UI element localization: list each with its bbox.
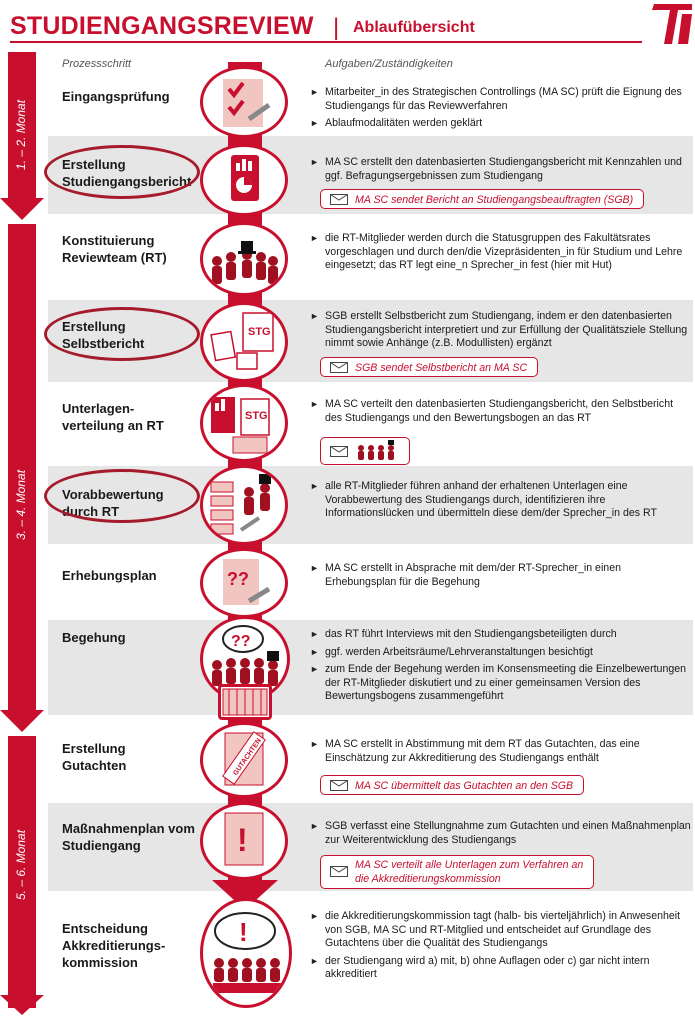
selbstbericht-documents-icon: STG — [200, 302, 288, 382]
task-item: das RT führt Interviews mit den Studieng… — [310, 628, 692, 642]
massnahmenplan-icon: ! — [200, 802, 288, 880]
exclamation-label: ! — [239, 917, 248, 947]
message-text: MA SC verteilt alle Unterlagen zum Verfa… — [355, 859, 584, 871]
task-list-entscheidung: die Akkreditierungskommission tagt (halb… — [310, 910, 692, 986]
envelope-icon — [330, 780, 348, 791]
step-title-unterlagenverteilung: Unterlagen-verteilung an RT — [62, 401, 164, 433]
envelope-icon — [330, 866, 348, 877]
highlight-oval — [44, 469, 200, 523]
step-title-erhebungsplan: Erhebungsplan — [62, 568, 157, 583]
message-box-bericht: MA SC sendet Bericht an Studiengangsbeau… — [320, 189, 645, 209]
step-title-massnahmenplan: Maßnahmenplan vom Studiengang — [62, 821, 195, 853]
task-item: SGB verfasst eine Stellungnahme zum Guta… — [310, 820, 692, 847]
gutachten-document-icon: GUTACHTEN — [200, 722, 288, 798]
question-marks-label: ?? — [227, 569, 249, 589]
task-list-vorabbewertung: alle RT-Mitglieder führen anhand der erh… — [310, 480, 692, 525]
phase-label-3: 5. – 6. Monat — [14, 829, 28, 900]
task-item: MA SC erstellt den datenbasierten Studie… — [310, 156, 692, 183]
step-title-begehung: Begehung — [62, 630, 126, 645]
task-list-studiengangsbericht: MA SC erstellt den datenbasierten Studie… — [310, 156, 692, 187]
envelope-icon — [330, 446, 348, 457]
phase-label-1: 1. – 2. Monat — [14, 99, 28, 170]
step-title-entscheidung: Entscheidung Akkreditierungs-kommission — [62, 921, 166, 970]
task-item: MA SC erstellt in Abstimmung mit dem RT … — [310, 738, 692, 765]
akkreditierungskommission-icon: ! — [200, 898, 292, 1008]
message-box-unterlagen — [320, 437, 410, 465]
task-item: Mitarbeiter_in des Strategischen Control… — [310, 86, 692, 113]
task-item: SGB erstellt Selbstbericht zum Studienga… — [310, 310, 692, 351]
task-item: zum Ende der Begehung werden im Konsensm… — [310, 663, 692, 704]
page-title: STUDIENGANGSREVIEW — [10, 12, 314, 40]
highlight-oval — [44, 307, 200, 361]
vorabbewertung-icon — [200, 465, 288, 545]
unterlagen-bundle-icon: STG — [200, 384, 288, 462]
checklist-icon — [200, 66, 288, 138]
bewertungsbogen-icon — [218, 684, 272, 720]
team-people-icon — [358, 440, 394, 460]
envelope-icon — [330, 194, 348, 205]
message-text: MA SC übermittelt das Gutachten an den S… — [355, 780, 574, 792]
task-list-gutachten: MA SC erstellt in Abstimmung mit dem RT … — [310, 738, 692, 769]
step-title-reviewteam: Konstituierung Reviewteam (RT) — [62, 233, 167, 265]
message-text: MA SC sendet Bericht an Studiengangsbeau… — [355, 194, 634, 206]
page-subtitle: Ablaufübersicht — [353, 19, 475, 36]
task-list-erhebungsplan: MA SC erstellt in Absprache mit dem/der … — [310, 562, 692, 593]
step-title-eingangspruefung: Eingangsprüfung — [62, 89, 170, 104]
message-text: die Akkreditierungskommission — [355, 873, 501, 885]
exclamation-label: ! — [237, 822, 248, 858]
task-item: der Studiengang wird a) mit, b) ohne Auf… — [310, 955, 692, 982]
header: STUDIENGANGSREVIEW | Ablaufübersicht — [10, 6, 650, 41]
step-title-gutachten: Erstellung Gutachten — [62, 741, 127, 773]
phase-label-2: 3. – 4. Monat — [14, 469, 28, 540]
message-text: SGB sendet Selbstbericht an MA SC — [355, 362, 528, 374]
report-chart-icon — [200, 144, 288, 216]
task-list-begehung: das RT führt Interviews mit den Studieng… — [310, 628, 692, 708]
task-list-massnahmenplan: SGB verfasst eine Stellungnahme zum Guta… — [310, 820, 692, 851]
task-item: MA SC erstellt in Absprache mit dem/der … — [310, 562, 692, 589]
question-marks-label: ?? — [231, 633, 251, 650]
tu-logo-icon — [652, 4, 692, 44]
task-item: alle RT-Mitglieder führen anhand der erh… — [310, 480, 692, 521]
highlight-oval — [44, 145, 200, 199]
task-list-unterlagenverteilung: MA SC verteilt den datenbasierten Studie… — [310, 398, 692, 429]
task-list-reviewteam: die RT-Mitglieder werden durch die Statu… — [310, 232, 692, 277]
message-box-selbstbericht: SGB sendet Selbstbericht an MA SC — [320, 357, 539, 377]
task-list-eingangspruefung: Mitarbeiter_in des Strategischen Control… — [310, 86, 692, 135]
reviewteam-people-icon — [200, 222, 288, 296]
stg-label: STG — [248, 326, 271, 338]
erhebungsplan-icon: ?? — [200, 548, 288, 618]
envelope-icon — [330, 362, 348, 373]
message-box-gutachten: MA SC übermittelt das Gutachten an den S… — [320, 775, 585, 795]
task-item: Ablaufmodalitäten werden geklärt — [310, 117, 692, 131]
task-item: die RT-Mitglieder werden durch die Statu… — [310, 232, 692, 273]
column-header-process: Prozessschritt — [62, 58, 132, 70]
task-item: MA SC verteilt den datenbasierten Studie… — [310, 398, 692, 425]
header-rule — [10, 41, 642, 43]
title-separator: | — [333, 14, 340, 41]
column-header-tasks: Aufgaben/Zuständigkeiten — [325, 58, 453, 70]
stg-label: STG — [245, 410, 268, 422]
task-item: ggf. werden Arbeitsräume/Lehrveranstaltu… — [310, 646, 692, 660]
task-item: die Akkreditierungskommission tagt (halb… — [310, 910, 692, 951]
message-box-massnahmenplan: MA SC verteilt alle Unterlagen zum Verfa… — [320, 855, 595, 889]
task-list-selbstbericht: SGB erstellt Selbstbericht zum Studienga… — [310, 310, 692, 355]
